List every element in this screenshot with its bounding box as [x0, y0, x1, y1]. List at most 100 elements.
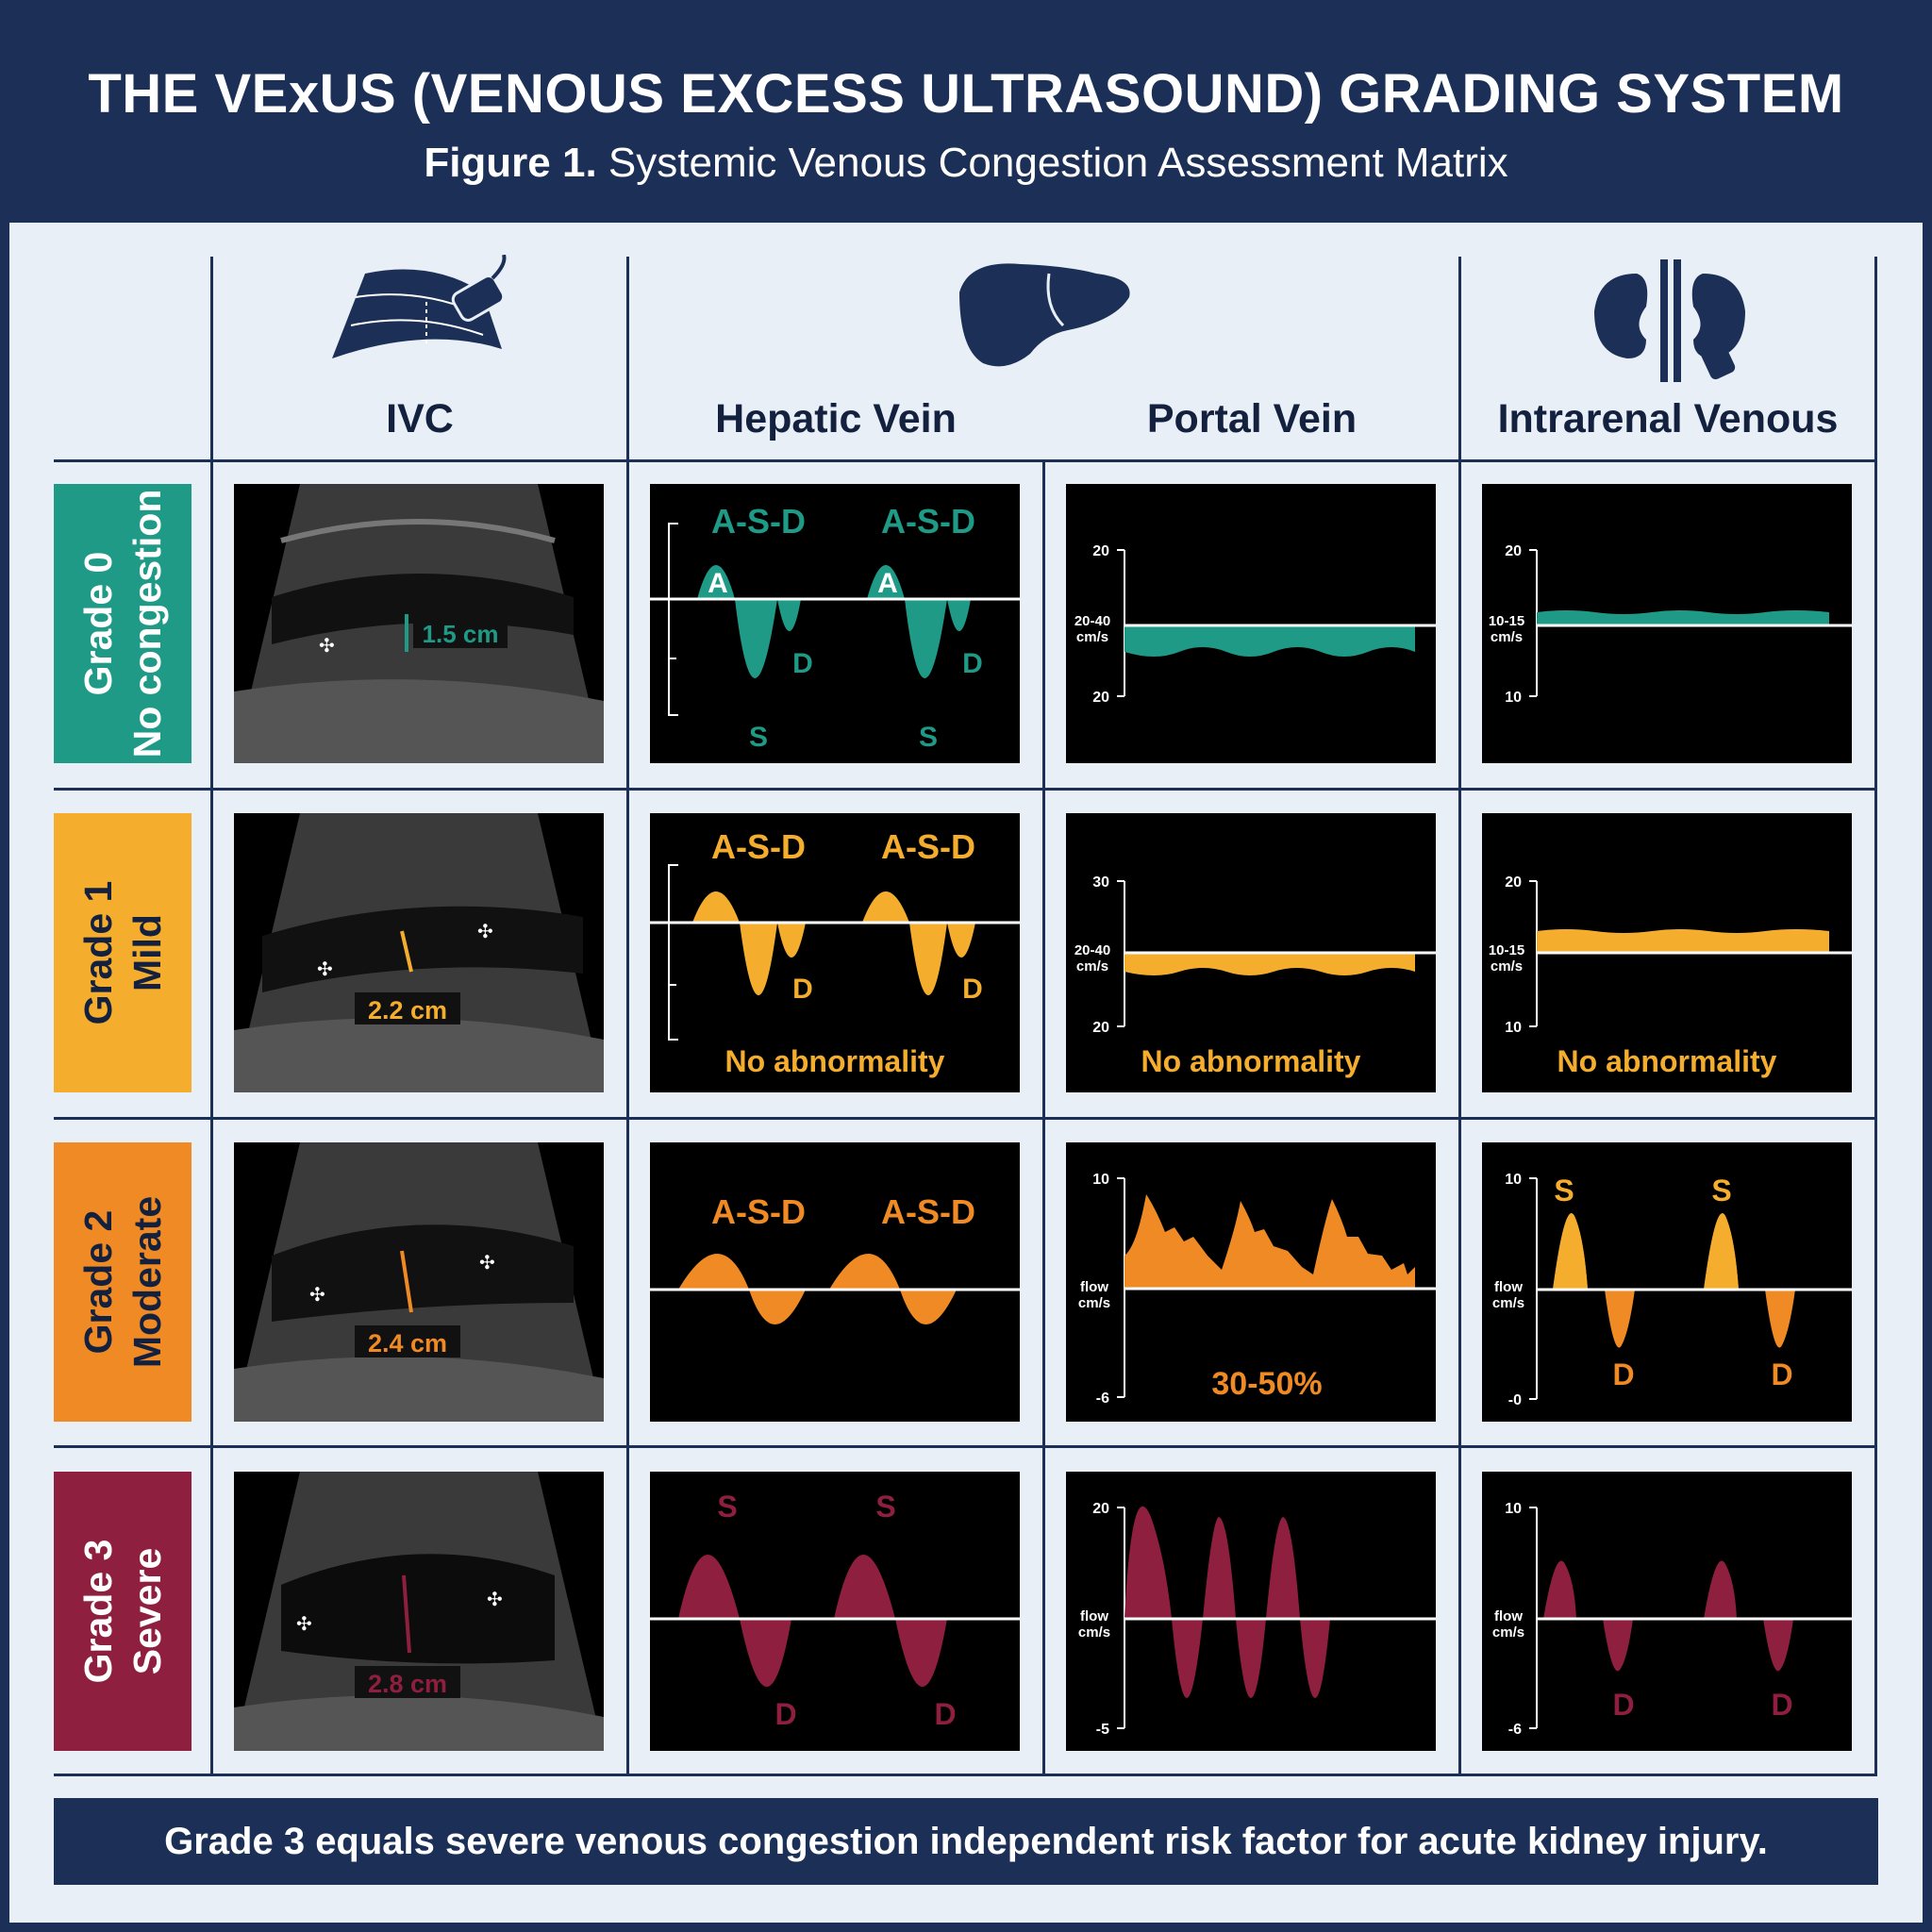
d-wave-label: D	[1771, 1357, 1792, 1391]
ultrasound-probe-icon	[323, 254, 521, 377]
column-header-portal-vein: Portal Vein	[1146, 396, 1357, 441]
finding-note: No abnormality	[1141, 1044, 1361, 1078]
grade-description: No congestion	[125, 489, 169, 758]
grade-number: Grade 2	[76, 1209, 120, 1355]
finding-note: 30-50%	[1211, 1366, 1322, 1402]
axis-unit-label: cm/s	[1491, 629, 1523, 645]
portal-waveform-grade-1: 30 20-40 cm/s 20 No abnormality	[1066, 813, 1436, 1092]
s-wave-label: S	[1711, 1174, 1731, 1208]
liver-icon	[955, 255, 1134, 377]
axis-tick-label: 10	[1092, 1172, 1109, 1188]
axis-unit-label: cm/s	[1492, 1295, 1524, 1311]
hepatic-waveform-grade-2: A-S-D A-S-D	[650, 1142, 1020, 1422]
grade-number: Grade 3	[76, 1539, 120, 1684]
grade-number: Grade 0	[76, 551, 120, 696]
ivc-ultrasound-grade-3: 2.8 cm ✣ ✣	[234, 1472, 604, 1751]
caliper-marker-icon: ✣	[319, 636, 335, 657]
ivc-ultrasound-grade-2: 2.4 cm ✣ ✣	[234, 1142, 604, 1422]
axis-tick-label: -6	[1096, 1391, 1109, 1407]
grade-description: Moderate	[125, 1195, 169, 1369]
axis-tick-label: flow	[1494, 1279, 1523, 1295]
axis-tick-label: -0	[1508, 1392, 1522, 1408]
subtitle-text: Systemic Venous Congestion Assessment Ma…	[608, 140, 1508, 186]
renal-waveform-grade-2: 10 flow cm/s -0 S S D D	[1482, 1142, 1852, 1422]
caliper-marker-icon: ✣	[477, 922, 493, 942]
page-title: THE VExUS (VENOUS EXCESS ULTRASOUND) GRA…	[88, 63, 1844, 125]
d-wave-label: D	[792, 974, 813, 1005]
axis-tick-label: 20-40	[1074, 613, 1110, 629]
axis-unit-label: cm/s	[1078, 1295, 1110, 1311]
finding-note: No abnormality	[1557, 1044, 1777, 1078]
d-wave-label: D	[1612, 1357, 1634, 1391]
grid-rule	[626, 257, 629, 1774]
waveform-label: A-S-D	[711, 502, 806, 541]
a-wave-label: A	[877, 568, 898, 599]
ivc-diameter-label: 2.4 cm	[368, 1329, 447, 1357]
ivc-ultrasound-grade-1: 2.2 cm ✣ ✣	[234, 813, 604, 1092]
ivc-ultrasound-grade-0: 1.5 cm ✣	[234, 484, 604, 763]
waveform-label: A-S-D	[881, 502, 975, 541]
grid-rule	[54, 459, 1877, 462]
kidney-icon	[1585, 255, 1755, 387]
grid-rule	[210, 257, 213, 1774]
a-wave-label: A	[708, 568, 728, 599]
portal-waveform-grade-3: 20 flow cm/s -5	[1066, 1472, 1436, 1751]
waveform-label: A-S-D	[711, 827, 806, 866]
grid-rule	[54, 1117, 1877, 1120]
axis-tick-label: flow	[1080, 1279, 1108, 1295]
header-banner: THE VExUS (VENOUS EXCESS ULTRASOUND) GRA…	[0, 0, 1932, 223]
axis-tick-label: flow	[1494, 1608, 1523, 1624]
axis-unit-label: cm/s	[1491, 958, 1523, 974]
portal-waveform-grade-2: 10 flow cm/s -6 30-50%	[1066, 1142, 1436, 1422]
axis-tick-label: 20	[1505, 543, 1522, 559]
axis-tick-label: 10	[1505, 1172, 1522, 1188]
axis-unit-label: cm/s	[1078, 1624, 1110, 1641]
renal-waveform-grade-0: 20 10-15 cm/s 10	[1482, 484, 1852, 763]
axis-tick-label: 10-15	[1489, 613, 1524, 629]
axis-tick-label: 20	[1092, 690, 1109, 706]
s-wave-label: S	[919, 722, 938, 753]
grid-rule	[54, 788, 1877, 791]
caliper-marker-icon: ✣	[487, 1590, 503, 1610]
d-wave-label: D	[962, 648, 983, 679]
s-wave-label: S	[749, 722, 768, 753]
grid-rule	[1874, 257, 1877, 1774]
column-header-ivc: IVC	[386, 396, 454, 441]
s-wave-label: S	[1554, 1174, 1574, 1208]
axis-tick-label: -5	[1096, 1722, 1109, 1738]
axis-tick-label: 30	[1092, 874, 1109, 891]
renal-waveform-grade-3: 10 flow cm/s -6 D D	[1482, 1472, 1852, 1751]
grade-number: Grade 1	[76, 880, 120, 1025]
d-wave-label: D	[962, 974, 983, 1005]
axis-unit-label: cm/s	[1492, 1624, 1524, 1641]
axis-tick-label: 20	[1092, 1020, 1109, 1036]
axis-tick-label: 10	[1505, 1501, 1522, 1517]
axis-tick-label: 10-15	[1489, 942, 1524, 958]
footer-banner: Grade 3 equals severe venous congestion …	[54, 1798, 1878, 1885]
renal-waveform-grade-1: 20 10-15 cm/s 10 No abnormality	[1482, 813, 1852, 1092]
ivc-diameter-label: 2.8 cm	[368, 1670, 447, 1698]
column-header-intrarenal-venous: Intrarenal Venous	[1497, 396, 1839, 441]
waveform-label: A-S-D	[711, 1192, 806, 1231]
caliper-marker-icon: ✣	[309, 1285, 325, 1306]
axis-tick-label: 20	[1092, 543, 1109, 559]
axis-tick-label: flow	[1080, 1608, 1108, 1624]
d-wave-label: D	[774, 1697, 796, 1731]
axis-tick-label: 20-40	[1074, 942, 1110, 958]
s-wave-label: S	[717, 1490, 737, 1524]
figure-label: Figure 1.	[424, 140, 597, 186]
grid-rule	[1458, 257, 1461, 1774]
portal-waveform-grade-0: 20 20-40 cm/s 20	[1066, 484, 1436, 763]
d-wave-label: D	[934, 1697, 956, 1731]
axis-tick-label: -6	[1508, 1722, 1522, 1738]
caliper-marker-icon: ✣	[296, 1614, 312, 1635]
waveform-label: A-S-D	[881, 1192, 975, 1231]
grade-description: Severe	[125, 1547, 169, 1675]
d-wave-label: D	[1612, 1688, 1634, 1722]
ivc-diameter-label: 2.2 cm	[368, 996, 447, 1024]
ivc-diameter-label: 1.5 cm	[423, 620, 499, 648]
d-wave-label: D	[792, 648, 813, 679]
